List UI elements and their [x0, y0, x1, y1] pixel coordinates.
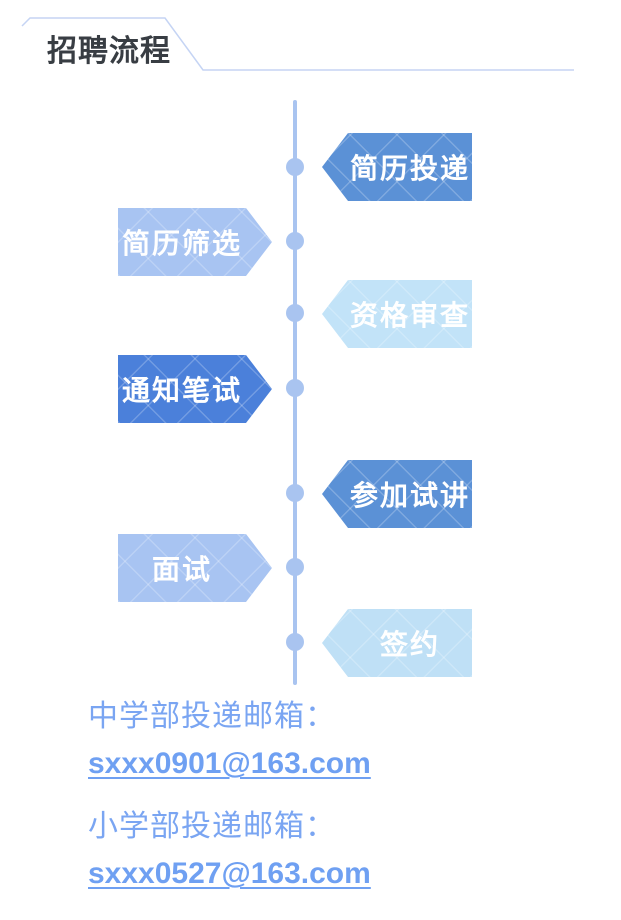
contact-label: 中学部投递邮箱：: [88, 700, 336, 733]
flow-step-qualification-review: 资格审查: [322, 280, 472, 348]
header-accent-line: [21, 17, 574, 71]
flow-step-resume-screening: 简历筛选: [118, 208, 272, 276]
contact-label: 小学部投递邮箱：: [88, 810, 336, 843]
flow-step-label: 简历投递: [349, 153, 470, 184]
flow-step-written-test-notice: 通知笔试: [118, 355, 272, 423]
timeline-dot: [286, 304, 304, 322]
flow-step-label: 通知笔试: [121, 375, 242, 406]
page-title: 招聘流程: [47, 35, 171, 68]
flow-step-resume-submission: 简历投递: [322, 133, 472, 201]
timeline-dot: [286, 484, 304, 502]
flow-step-trial-lecture: 参加试讲: [322, 460, 472, 528]
flow-step-signing: 签约: [322, 609, 472, 677]
timeline-dot: [286, 558, 304, 576]
timeline-dot: [286, 379, 304, 397]
timeline-dot: [286, 158, 304, 176]
timeline-dot: [286, 232, 304, 250]
contact-middle-school: 中学部投递邮箱： sxxx0901@163.com: [88, 702, 371, 779]
contact-primary-school: 小学部投递邮箱： sxxx0527@163.com: [88, 812, 371, 889]
primary-school-email-link[interactable]: sxxx0527@163.com: [88, 857, 371, 890]
timeline-dot: [286, 633, 304, 651]
flow-step-label: 参加试讲: [349, 480, 470, 511]
flow-step-label: 面试: [151, 554, 212, 585]
flow-step-label: 签约: [379, 629, 440, 660]
middle-school-email-link[interactable]: sxxx0901@163.com: [88, 747, 371, 780]
flow-step-label: 简历筛选: [121, 228, 242, 259]
flow-step-label: 资格审查: [349, 300, 470, 331]
flow-step-interview: 面试: [118, 534, 272, 602]
